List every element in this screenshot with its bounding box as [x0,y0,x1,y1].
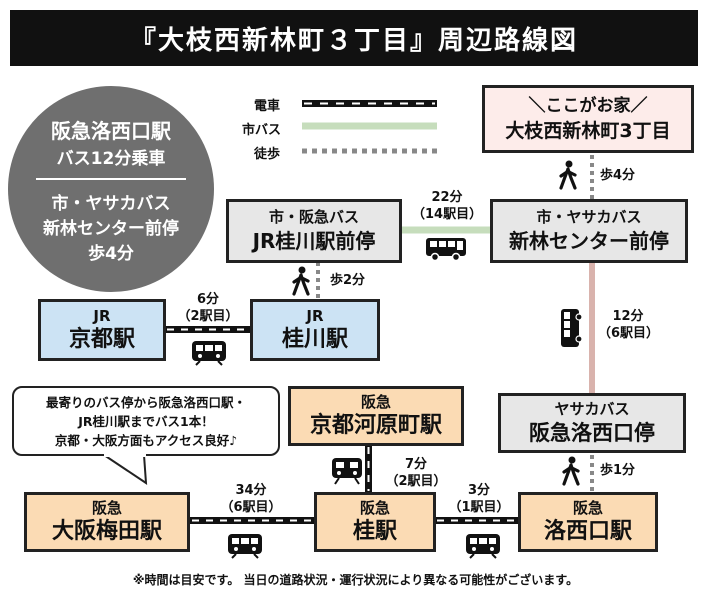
bus-jr-shinrin-label: 22分 （14駅目） [412,189,482,223]
walk-home-label: 歩4分 [600,168,636,183]
summary-line2: バス12分乗車 [56,148,166,169]
shinrin-stop-line1: 市・ヤサカバス [536,207,642,226]
home-address: 大枝西新林町3丁目 [505,120,671,142]
train-line-umeda [190,517,315,524]
bubble-line3: 京都・大阪方面もアクセス良好♪ [54,432,238,448]
katsura-line2: 桂駅 [352,518,397,544]
jr-kyoto-station-box: JR 京都駅 [38,299,166,361]
shinrin-stop-box: 市・ヤサカバス 新林センター前停 [490,199,688,263]
legend-walk-label: 徒歩 [254,147,281,162]
walk-rakusai-label: 歩1分 [600,463,636,478]
train-rakusai-stops: （1駅目） [448,500,510,515]
kawaramachi-line1: 阪急 [360,392,391,411]
train-kawaramachi-stops: （2駅目） [385,474,447,489]
page-title: 『大枝西新林町３丁目』周辺路線図 [10,10,698,66]
jr-katsuragawa-line1: JR [306,306,324,325]
train-rakusai-time: 3分 [467,483,491,498]
summary-divider [36,177,186,180]
katsura-station-box: 阪急 桂駅 [314,492,436,552]
umeda-station-box: 阪急 大阪梅田駅 [24,492,190,552]
bus-shinrin-rakusai-stops: （6駅目） [598,326,660,341]
home-box: ＼ここがお家／ 大枝西新林町3丁目 [482,85,694,153]
jr-stop-line1: 市・阪急バス [268,207,359,226]
train-umeda-stops: （6駅目） [220,500,282,515]
rakusai-stop-line2: 阪急洛西口停 [529,420,655,445]
train-jr-time: 6分 [196,292,220,307]
train-umeda-label: 34分 （6駅目） [218,482,284,516]
rakusai-stop-line1: ヤサカバス [554,399,630,418]
rakusai-stop-box: ヤサカバス 阪急洛西口停 [498,393,686,453]
legend-train-label: 電車 [254,99,281,114]
summary-line4: 新林センター前停 [43,218,179,239]
train-rakusai-label: 3分 （1駅目） [448,482,510,516]
rakusaiguchi-line2: 洛西口駅 [543,518,632,544]
bus-jr-shinrin-stops: （14駅目） [412,207,483,222]
train-icon [466,534,500,559]
info-bubble: 最寄りのバス停から阪急洛西口駅・ JR桂川駅までバス1本！ 京都・大阪方面もアク… [12,386,280,456]
train-icon [332,458,362,485]
rakusaiguchi-station-box: 阪急 洛西口駅 [518,492,658,552]
rakusaiguchi-line1: 阪急 [572,498,603,517]
walk-jr-label: 歩2分 [330,273,366,288]
train-kawaramachi-label: 7分 （2駅目） [382,456,450,490]
train-icon [192,341,226,366]
bus-shinrin-rakusai-time: 12分 [612,309,644,324]
summary-line3: 市・ヤサカバス [51,193,171,214]
kawaramachi-line2: 京都河原町駅 [309,412,442,438]
legend-bus-label: 市バス [242,123,282,138]
shinrin-stop-line2: 新林センター前停 [509,228,669,253]
train-kawaramachi-time: 7分 [404,457,428,472]
train-jr-stops: （2駅目） [177,309,239,324]
train-line-rakusai [435,517,520,524]
bubble-tail [100,453,148,485]
train-jr-label: 6分 （2駅目） [172,291,244,325]
bus-jr-shinrin-time: 22分 [431,190,463,205]
umeda-line2: 大阪梅田駅 [51,518,162,544]
home-caption: ＼ここがお家／ [528,96,648,116]
kawaramachi-station-box: 阪急 京都河原町駅 [288,386,464,446]
walking-person-icon [292,266,310,296]
train-line-kawaramachi [365,445,372,493]
train-umeda-time: 34分 [235,483,267,498]
train-line-jr [165,326,250,333]
bubble-line1: 最寄りのバス停から阪急洛西口駅・ [45,394,246,410]
summary-line1: 阪急洛西口駅 [51,118,171,143]
bus-icon [426,238,466,262]
katsura-line1: 阪急 [359,498,390,517]
summary-circle: 阪急洛西口駅 バス12分乗車 市・ヤサカバス 新林センター前停 歩4分 [8,86,214,292]
jr-kyoto-line1: JR [93,306,111,325]
jr-katsuragawa-station-box: JR 桂川駅 [250,299,380,361]
jr-kyoto-line2: 京都駅 [68,326,135,352]
walking-person-icon [562,456,580,486]
bubble-line2: JR桂川駅までバス1本！ [78,413,214,429]
walking-person-icon [559,160,577,190]
summary-line5: 歩4分 [88,243,134,264]
legend-train-line [302,100,437,107]
footer-note: ※時間は目安です。 当日の道路状況・運行状況により異なる可能性がございます。 [132,573,579,587]
jr-katsuragawa-line2: 桂川駅 [281,326,348,352]
jr-stop-line2: JR桂川駅前停 [252,228,376,253]
jr-katsuragawa-stop-box: 市・阪急バス JR桂川駅前停 [226,199,402,263]
train-icon [228,534,262,559]
bus-shinrin-rakusai-label: 12分 （6駅目） [598,308,660,342]
bus-icon [561,309,583,347]
umeda-line1: 阪急 [91,498,122,517]
